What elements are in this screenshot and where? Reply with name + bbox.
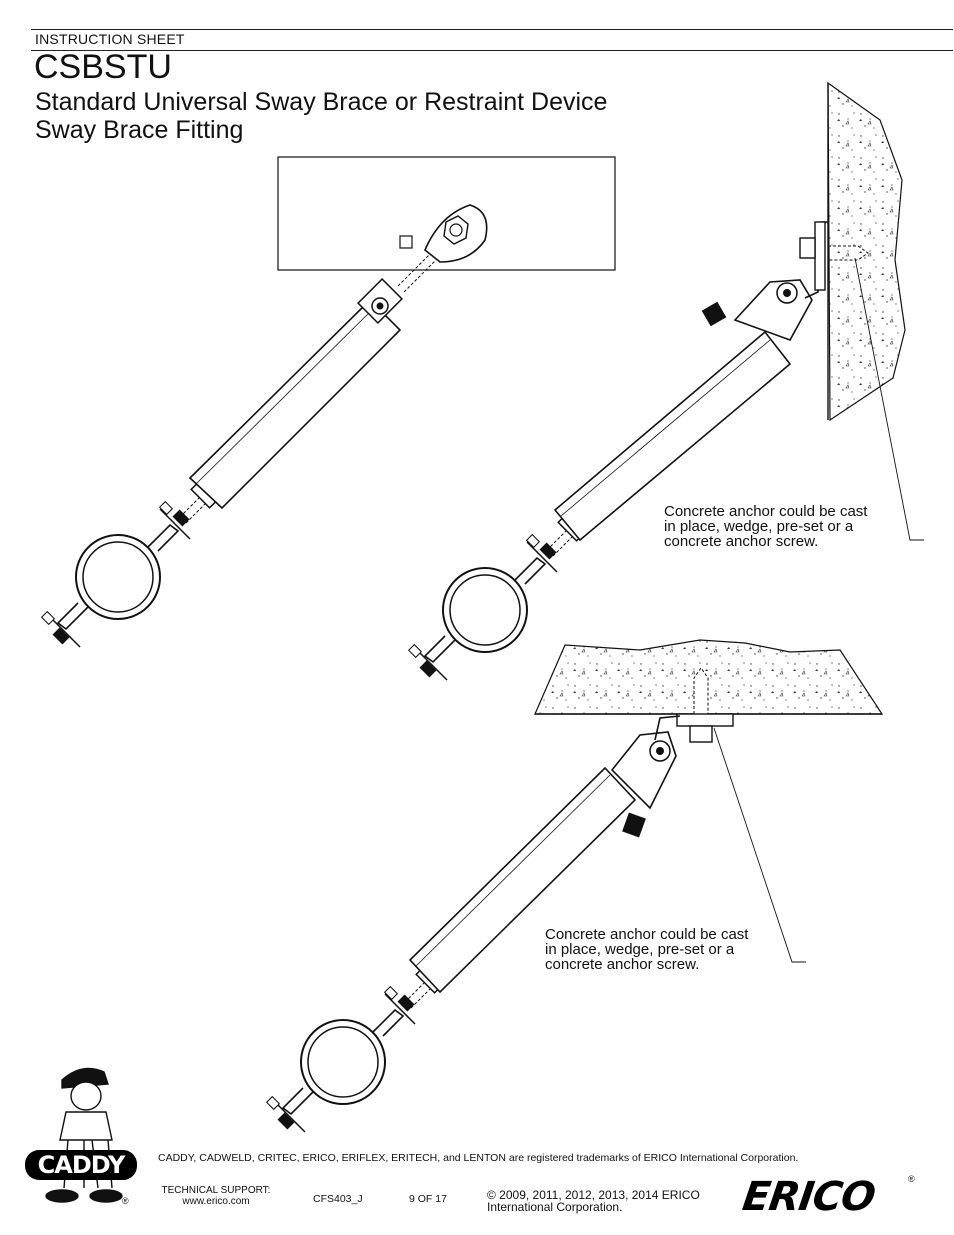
note-lower: Concrete anchor could be cast in place, … — [545, 927, 748, 972]
support-url[interactable]: www.erico.com — [182, 1196, 250, 1207]
page-subtitle-line1: Standard Universal Sway Brace or Restrai… — [35, 88, 608, 116]
note-upper-line1: Concrete anchor could be cast — [664, 503, 868, 520]
brace-left — [40, 204, 488, 648]
copyright-line1: © 2009, 2011, 2012, 2013, 2014 ERICO — [487, 1188, 700, 1202]
concrete-wall — [827, 81, 906, 422]
header-top-rule — [31, 29, 953, 30]
brace-wall — [407, 221, 869, 681]
leader-upper — [854, 257, 924, 541]
caddy-mascot — [45, 1067, 123, 1203]
trademark-notice: CADDY, CADWELD, CRITEC, ERICO, ERIFLEX, … — [158, 1152, 799, 1164]
note-lower-line3: concrete anchor screw. — [545, 956, 700, 973]
erico-logo: ERICO — [739, 1174, 913, 1220]
note-lower-line1: Concrete anchor could be cast — [545, 926, 749, 943]
caddy-logo: CADDY — [25, 1150, 143, 1184]
page-number: 9 OF 17 — [409, 1193, 447, 1205]
copyright-line2: International Corporation. — [487, 1200, 623, 1214]
erico-logo-text: ERICO — [739, 1174, 878, 1220]
note-upper: Concrete anchor could be cast in place, … — [664, 504, 867, 549]
copyright: © 2009, 2011, 2012, 2013, 2014 ERICO Int… — [487, 1189, 700, 1213]
note-lower-line2: in place, wedge, pre-set or a — [545, 941, 735, 958]
caddy-logo-text: CADDY — [25, 1150, 137, 1180]
support-block: TECHNICAL SUPPORT: www.erico.com — [160, 1185, 272, 1207]
page-subtitle-line2: Sway Brace Fitting — [35, 116, 244, 144]
brace-ceiling — [265, 715, 681, 1133]
concrete-ceiling — [534, 639, 884, 715]
header-mid-rule — [31, 50, 953, 51]
note-upper-line3: concrete anchor screw. — [664, 533, 819, 550]
doc-code: CFS403_J — [313, 1193, 363, 1205]
page-title: CSBSTU — [34, 48, 172, 86]
erico-registered-mark: ® — [908, 1174, 915, 1184]
leader-lower — [713, 727, 806, 963]
caddy-registered-mark: ® — [122, 1196, 129, 1206]
sheet-label: INSTRUCTION SHEET — [35, 31, 185, 47]
support-label: TECHNICAL SUPPORT: — [161, 1185, 271, 1196]
note-upper-line2: in place, wedge, pre-set or a — [664, 518, 854, 535]
